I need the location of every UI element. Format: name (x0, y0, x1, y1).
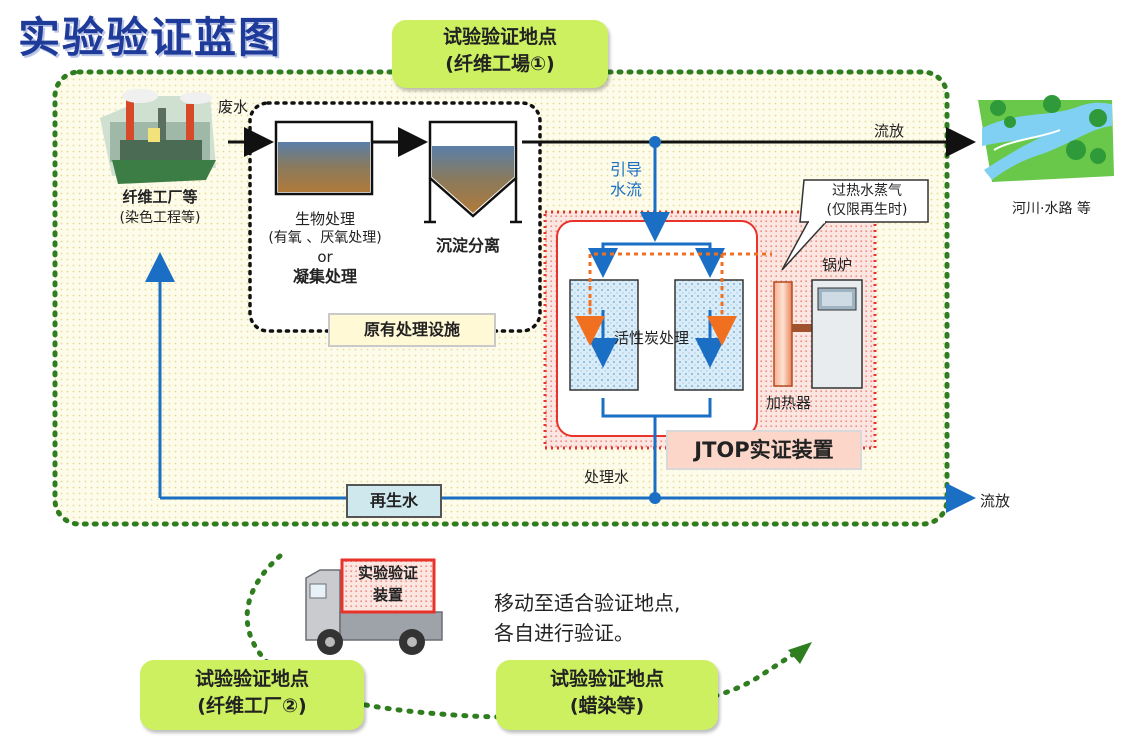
site1-line2: (纤维工場①) (445, 53, 555, 75)
site3-line2: (蜡染等) (569, 695, 645, 717)
bio-line2: (有氧 、厌氧处理) (268, 230, 382, 246)
factory-name: 纤维工厂等 (122, 188, 198, 206)
guide-flow-line2: 水流 (609, 180, 642, 199)
wastewater-label: 废水 (218, 98, 249, 116)
truck-icon (305, 558, 443, 655)
guide-flow-label: 引导 水流 (606, 160, 646, 200)
site2-line1: 试验验证地点 (194, 668, 309, 690)
heater-label: 加热器 (766, 394, 812, 412)
bio-tank (274, 120, 374, 196)
regen-water-label: 再生水 (346, 484, 442, 518)
boiler-label: 锅炉 (822, 256, 853, 274)
sediment-tank (424, 120, 522, 224)
bio-label: 生物处理 (有氧 、厌氧处理) or 凝集处理 (250, 210, 400, 286)
bio-line3: or (317, 248, 333, 266)
heater (773, 281, 793, 387)
jtop-label: JTOP实证装置 (666, 430, 862, 470)
steam-label: 过热水蒸气 (仅限再生时) (806, 182, 928, 220)
site3-line1: 试验验证地点 (549, 668, 664, 690)
discharge-bottom-label: 流放 (980, 492, 1011, 510)
page-title: 实验验证蓝图 (18, 13, 283, 62)
existing-facility-label: 原有处理设施 (328, 313, 496, 347)
treated-water-label: 处理水 (584, 468, 630, 486)
steam-line2: (仅限再生时) (826, 202, 908, 218)
factory-sub: (染色工程等) (119, 210, 201, 226)
boiler (811, 279, 863, 389)
carbon-label: 活性炭处理 (614, 329, 690, 347)
site1-line1: 试验验证地点 (442, 26, 557, 48)
truck-label: 实验验证 装置 (342, 562, 434, 606)
bio-line1: 生物处理 (294, 210, 355, 228)
bio-line4: 凝集处理 (292, 267, 357, 286)
river-icon (978, 95, 1114, 182)
circulation-arrowhead (788, 642, 812, 664)
truck-label-line1: 实验验证 (357, 564, 418, 582)
truck-label-line2: 装置 (372, 586, 403, 604)
river-label: 河川·水路 等 (1012, 201, 1091, 217)
move-text: 移动至适合验证地点, 各自进行验证。 (494, 588, 680, 648)
move-text-line2: 各自进行验证。 (494, 621, 634, 645)
truck-cargo (340, 558, 436, 614)
factory-icon (100, 89, 216, 184)
move-text-line1: 移动至适合验证地点, (494, 591, 681, 615)
steam-line1: 过热水蒸气 (832, 183, 902, 199)
site1-label: 试验验证地点 (纤维工場①) (392, 20, 608, 88)
factory-label: 纤维工厂等 (染色工程等) (92, 186, 228, 227)
discharge-top-label: 流放 (874, 122, 905, 140)
site2-line2: (纤维工厂②) (197, 695, 307, 717)
guide-flow-line1: 引导 (609, 160, 642, 179)
site2-label: 试验验证地点 (纤维工厂②) (140, 660, 364, 730)
steam-callout (799, 179, 929, 223)
sediment-label: 沉淀分离 (436, 236, 501, 255)
site3-label: 试验验证地点 (蜡染等) (496, 660, 718, 730)
